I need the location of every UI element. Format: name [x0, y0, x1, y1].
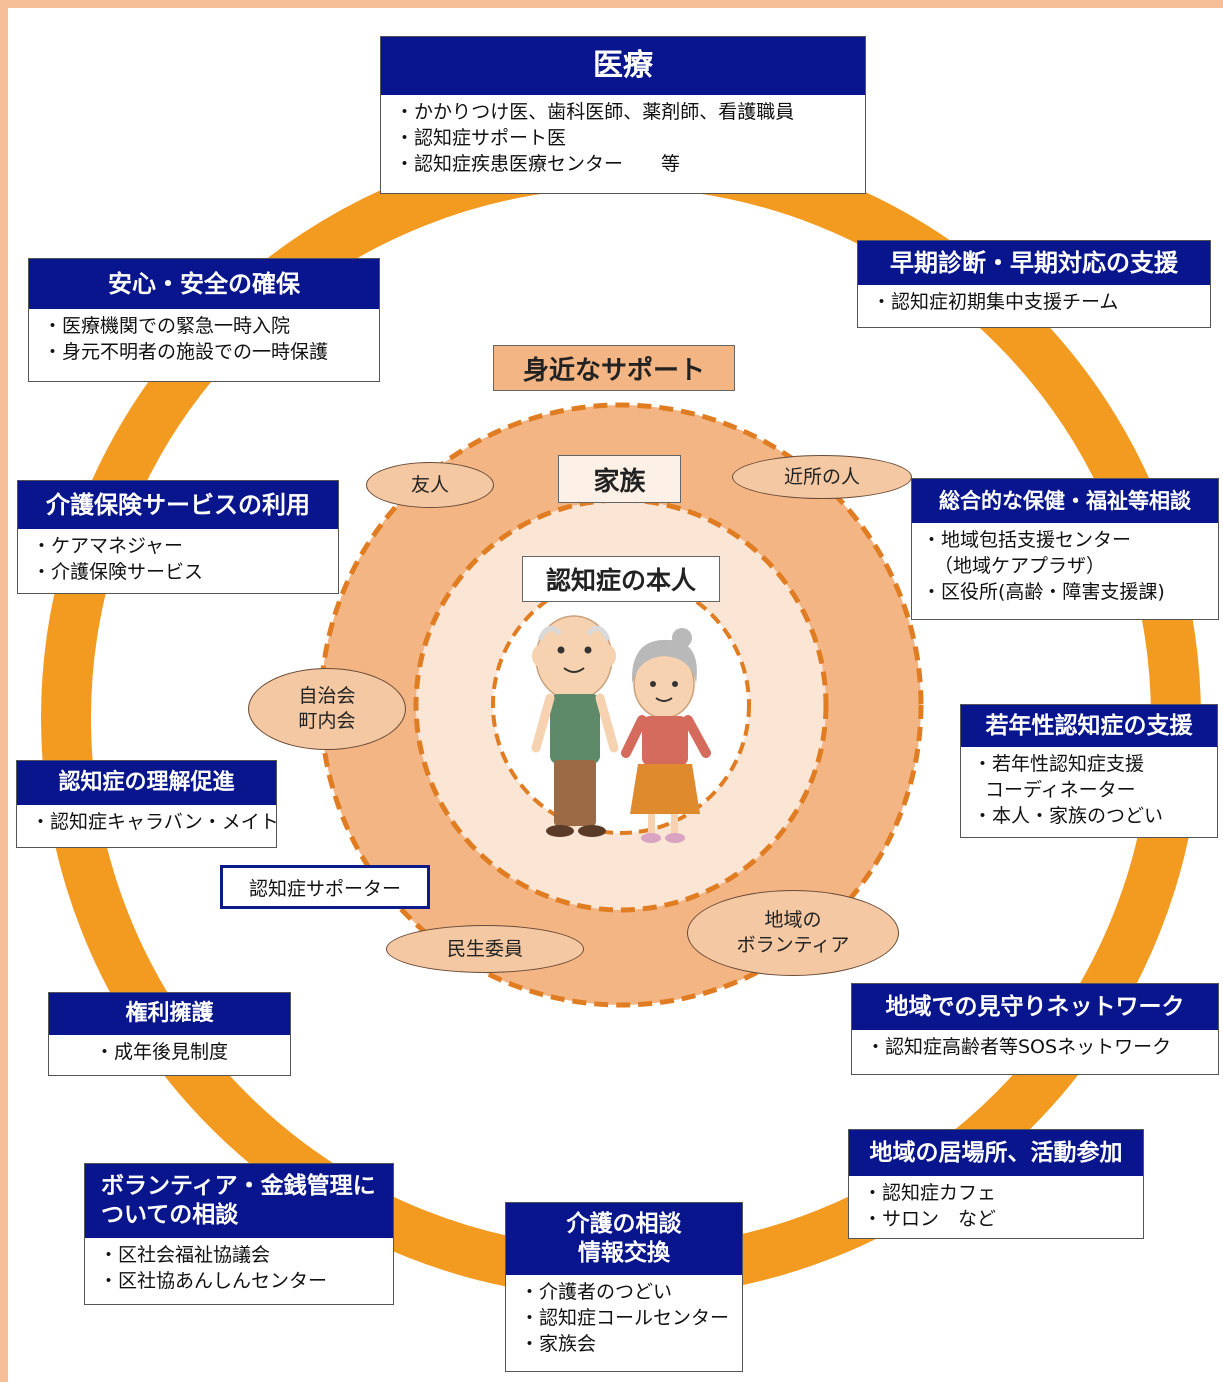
neighbor-oval: 近所の人 [732, 455, 912, 499]
family-label: 家族 [558, 455, 681, 503]
money-management-box: ボランティア・金銭管理に ついての相談 ・区社会福祉協議会 ・区社協あんしんセン… [84, 1163, 394, 1305]
list-item: ・かかりつけ医、歯科医師、薬剤師、看護職員 [395, 101, 795, 123]
close-support-label: 身近なサポート [493, 345, 735, 391]
elderly-couple-illustration [531, 615, 711, 843]
list-item: ・認知症キャラバン・メイト [31, 811, 279, 833]
list-item: ・サロン など [863, 1208, 997, 1230]
rights-advocacy-title: 権利擁護 [49, 993, 290, 1035]
rights-advocacy-list: ・成年後見制度 [49, 1035, 290, 1069]
care-consultation-list: ・介護者のつどい ・認知症コールセンター ・家族会 [506, 1275, 742, 1361]
local-volunteer-oval: 地域の ボランティア [687, 890, 899, 976]
list-item: ・区社協あんしんセンター [99, 1270, 328, 1292]
watch-network-box: 地域での見守りネットワーク ・認知症高齢者等SOSネットワーク [851, 983, 1219, 1075]
comprehensive-consultation-list: ・地域包括支援センター （地域ケアプラザ） ・区役所(高齢・障害支援課) [912, 523, 1218, 609]
list-item: ・身元不明者の施設での一時保護 [43, 341, 329, 363]
community-place-box: 地域の居場所、活動参加 ・認知症カフェ ・サロン など [848, 1129, 1144, 1239]
early-diagnosis-list: ・認知症初期集中支援チーム [858, 285, 1210, 319]
young-onset-support-box: 若年性認知症の支援 ・若年性認知症支援 コーディネーター ・本人・家族のつどい [960, 704, 1218, 838]
list-item: ・介護者のつどい [520, 1281, 673, 1303]
neighborhood-association-oval: 自治会 町内会 [248, 668, 406, 750]
care-consultation-title: 介護の相談 情報交換 [506, 1203, 742, 1275]
young-onset-support-list: ・若年性認知症支援 コーディネーター ・本人・家族のつどい [961, 747, 1217, 833]
care-insurance-list: ・ケアマネジャー ・介護保険サービス [18, 529, 338, 589]
list-item: （地域ケアプラザ） [934, 555, 1106, 577]
safety-box: 安心・安全の確保 ・医療機関での緊急一時入院 ・身元不明者の施設での一時保護 [28, 258, 380, 382]
list-item: ・家族会 [520, 1333, 597, 1355]
list-item: ・本人・家族のつどい [973, 805, 1164, 827]
medical-list: ・かかりつけ医、歯科医師、薬剤師、看護職員 ・認知症サポート医 ・認知症疾患医療… [381, 95, 865, 181]
list-item: ・若年性認知症支援 [973, 753, 1145, 775]
comprehensive-consultation-title: 総合的な保健・福祉等相談 [912, 479, 1218, 523]
safety-title: 安心・安全の確保 [29, 259, 379, 309]
list-item: ・成年後見制度 [95, 1041, 229, 1063]
welfare-commissioner-oval: 民生委員 [386, 925, 584, 973]
dementia-supporter-label: 認知症サポーター [220, 865, 430, 909]
diagram-canvas: 身近なサポート 家族 認知症の本人 友人 近所の人 自治会 町内会 民生委員 地… [8, 8, 1223, 1382]
young-onset-support-title: 若年性認知症の支援 [961, 705, 1217, 747]
early-diagnosis-box: 早期診断・早期対応の支援 ・認知症初期集中支援チーム [857, 240, 1211, 328]
money-management-title: ボランティア・金銭管理に ついての相談 [85, 1164, 393, 1238]
friend-oval: 友人 [366, 462, 494, 508]
list-item: ・認知症疾患医療センター 等 [395, 153, 681, 175]
care-consultation-box: 介護の相談 情報交換 ・介護者のつどい ・認知症コールセンター ・家族会 [505, 1202, 743, 1372]
community-place-list: ・認知症カフェ ・サロン など [849, 1176, 1143, 1236]
list-item: ・地域包括支援センター [922, 529, 1132, 551]
watch-network-list: ・認知症高齢者等SOSネットワーク [852, 1030, 1218, 1064]
list-item: ・認知症コールセンター [520, 1307, 730, 1329]
medical-box: 医療 ・かかりつけ医、歯科医師、薬剤師、看護職員 ・認知症サポート医 ・認知症疾… [380, 36, 866, 194]
list-item: ・認知症カフェ [863, 1182, 997, 1204]
community-place-title: 地域の居場所、活動参加 [849, 1130, 1143, 1176]
list-item: ・ケアマネジャー [32, 535, 184, 557]
money-management-list: ・区社会福祉協議会 ・区社協あんしんセンター [85, 1238, 393, 1298]
early-diagnosis-title: 早期診断・早期対応の支援 [858, 241, 1210, 285]
care-insurance-box: 介護保険サービスの利用 ・ケアマネジャー ・介護保険サービス [17, 480, 339, 594]
person-label: 認知症の本人 [522, 556, 720, 602]
rights-advocacy-box: 権利擁護 ・成年後見制度 [48, 992, 291, 1076]
list-item: ・医療機関での緊急一時入院 [43, 315, 291, 337]
watch-network-title: 地域での見守りネットワーク [852, 984, 1218, 1030]
list-item: コーディネーター [985, 779, 1136, 801]
care-insurance-title: 介護保険サービスの利用 [18, 481, 338, 529]
list-item: ・区社会福祉協議会 [99, 1244, 271, 1266]
understanding-title: 認知症の理解促進 [17, 761, 276, 805]
understanding-list: ・認知症キャラバン・メイト [17, 805, 279, 839]
medical-title: 医療 [381, 37, 865, 95]
list-item: ・認知症サポート医 [395, 127, 567, 149]
comprehensive-consultation-box: 総合的な保健・福祉等相談 ・地域包括支援センター （地域ケアプラザ） ・区役所(… [911, 478, 1219, 620]
list-item: ・認知症高齢者等SOSネットワーク [866, 1036, 1172, 1058]
list-item: ・介護保険サービス [32, 561, 204, 583]
list-item: ・認知症初期集中支援チーム [872, 291, 1119, 313]
safety-list: ・医療機関での緊急一時入院 ・身元不明者の施設での一時保護 [29, 309, 379, 369]
person-circle [491, 575, 751, 835]
understanding-box: 認知症の理解促進 ・認知症キャラバン・メイト [16, 760, 279, 848]
list-item: ・区役所(高齢・障害支援課) [922, 581, 1165, 603]
